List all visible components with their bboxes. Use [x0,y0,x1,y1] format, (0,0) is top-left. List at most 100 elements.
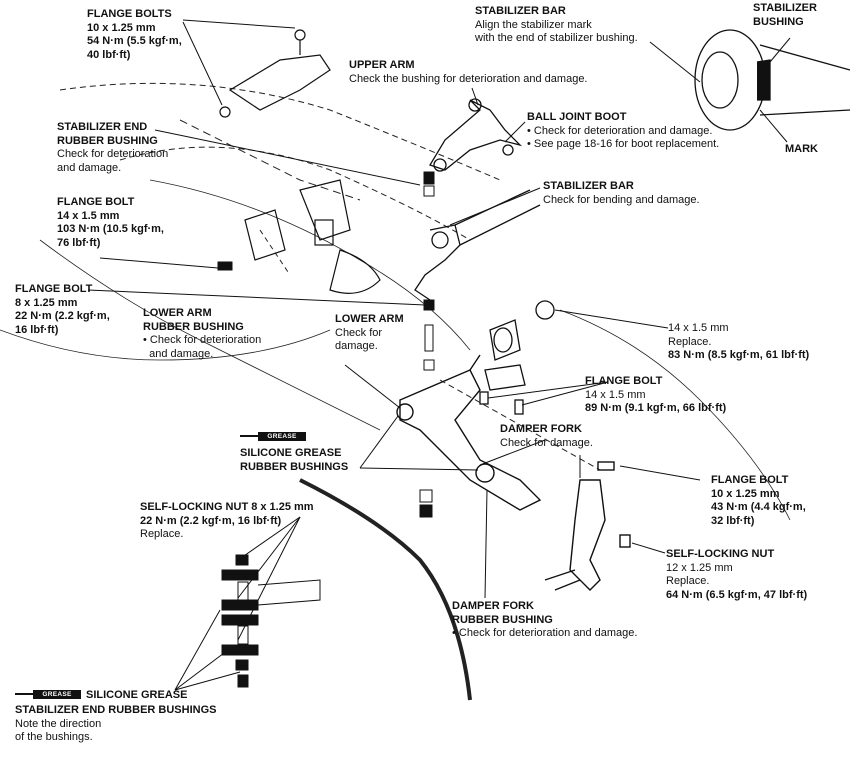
leader-lines [87,19,791,691]
label-torque: 89 N·m (9.1 kgf·m, 66 lbf·ft) [585,402,727,414]
label-title: FLANGE BOLTS [87,8,172,20]
label-line: 76 lbf·ft) [57,236,101,249]
label-line: • Check for deterioration and damage. [527,124,713,137]
label-line: 103 N·m (10.5 kgf·m, [57,223,164,235]
lower-arm [396,354,542,511]
label-line: 10 x 1.25 mm [87,21,156,34]
label-line: 54 N·m (5.5 kgf·m, [87,35,182,47]
label-title: RUBBER BUSHING [57,134,158,147]
label-title: UPPER ARM [349,59,415,71]
label-flange-bolts-upper: FLANGE BOLTS 10 x 1.25 mm 54 N·m (5.5 kg… [87,8,182,62]
grease-nozzle-icon [240,435,258,437]
label-stabilizer-bar-check: STABILIZER BAR Check for bending and dam… [543,180,700,207]
label-title: SELF-LOCKING NUT 8 x 1.25 mm [140,501,314,513]
label-flange-bolt-89: FLANGE BOLT 14 x 1.5 mm 89 N·m (9.1 kgf·… [585,375,726,416]
label-title: SELF-LOCKING NUT [666,548,775,560]
label-line: damage. [335,340,378,352]
label-torque: 22 N·m (2.2 kgf·m, 16 lbf·ft) [140,514,282,527]
label-mark: MARK [785,143,818,157]
label-flange-bolt-103: FLANGE BOLT 14 x 1.5 mm 103 N·m (10.5 kg… [57,196,164,250]
label-ball-joint-boot: BALL JOINT BOOT • Check for deterioratio… [527,111,719,152]
label-stabilizer-bushing: STABILIZER BUSHING [753,2,817,29]
label-title: RUBBER BUSHING [143,320,244,333]
label-line: of the bushings. [15,731,93,743]
label-self-locking-nut-64: SELF-LOCKING NUT 12 x 1.25 mm Replace. 6… [666,548,807,602]
label-line: 8 x 1.25 mm [15,296,78,309]
label-stabilizer-bar-align: STABILIZER BAR Align the stabilizer mark… [475,5,638,46]
upper-arm [429,98,523,172]
label-damper-fork: DAMPER FORK Check for damage. [500,423,593,450]
damper-area [244,179,381,294]
label-title: DAMPER FORK [500,423,582,435]
label-line: 40 lbf·ft) [87,48,131,61]
label-title: STABILIZER [753,2,817,14]
stabilizer-bar [414,189,541,301]
grease-tube-icon: GREASE [33,690,81,699]
label-flange-bolt-22: FLANGE BOLT 8 x 1.25 mm 22 N·m (2.2 kgf·… [15,283,110,337]
stabilizer-bushing-closeup [694,29,851,131]
label-line: 32 lbf·ft) [711,514,755,527]
label-stabilizer-end-rubber-bushing: STABILIZER END RUBBER BUSHING Check for … [57,121,168,175]
label-title: SILICONE GREASE [240,447,342,459]
label-line: 10 x 1.25 mm [711,487,780,500]
label-title: FLANGE BOLT [711,474,789,486]
label-damper-fork-rubber-bushing: DAMPER FORK RUBBER BUSHING • Check for d… [452,600,637,641]
label-stabilizer-end-rubber-bushings: STABILIZER END RUBBER BUSHINGS Note the … [15,704,216,745]
grease-nozzle-icon [15,693,33,695]
damper-fork-bushings [479,300,555,415]
upper-mount-bracket [219,29,331,118]
label-line: with the end of stabilizer bushing. [475,32,638,44]
label-line: • Check for deterioration and damage. [452,627,638,639]
label-title: MARK [785,143,818,155]
grease-icon: GREASE [15,689,85,701]
stabilizer-link-parts [217,171,435,518]
label-title: LOWER ARM [143,307,212,319]
label-title: LOWER ARM [335,313,404,325]
label-torque: 64 N·m (6.5 kgf·m, 47 lbf·ft) [666,588,808,601]
grease-icon: GREASE [240,431,310,443]
label-line: Check for [335,326,383,339]
label-title: FLANGE BOLT [15,283,93,295]
label-line: and damage. [143,347,214,360]
label-title: RUBBER BUSHING [452,613,553,626]
label-line: Align the stabilizer mark [475,18,592,31]
label-line: and damage. [57,161,122,174]
label-lower-arm-rubber-bushing: LOWER ARM RUBBER BUSHING • Check for det… [143,307,261,361]
label-torque: 83 N·m (8.5 kgf·m, 61 lbf·ft) [668,349,810,361]
label-line: 14 x 1.5 mm [57,209,120,222]
label-line: Check for damage. [500,436,593,449]
label-line: 22 N·m (2.2 kgf·m, [15,310,110,322]
label-line: 14 x 1.5 mm [585,388,646,401]
label-title: STABILIZER END RUBBER BUSHINGS [15,704,217,716]
label-title: FLANGE BOLT [57,196,135,208]
label-title: BALL JOINT BOOT [527,111,627,123]
label-line: 14 x 1.5 mm [668,322,729,334]
body-outline [59,82,501,181]
label-line: Replace. [140,528,184,540]
label-line: 16 lbf·ft) [15,323,59,336]
label-line: 12 x 1.25 mm [666,561,733,574]
label-title: RUBBER BUSHINGS [240,460,349,473]
label-title: STABILIZER BAR [543,180,634,192]
label-line: 43 N·m (4.4 kgf·m, [711,501,806,513]
label-title: STABILIZER END [57,121,148,133]
label-line: • Check for deterioration [143,334,262,346]
label-line: Check for bending and damage. [543,193,700,206]
label-line: Replace. [666,575,710,587]
label-line: Check the bushing for deterioration and … [349,72,588,85]
label-silicone-grease: SILICONE GREASE [86,689,187,703]
label-title: STABILIZER BAR [475,5,566,17]
label-lower-arm: LOWER ARM Check for damage. [335,313,404,354]
label-title: BUSHING [753,15,804,28]
label-flange-bolt-43: FLANGE BOLT 10 x 1.25 mm 43 N·m (4.4 kgf… [711,474,806,528]
grease-tube-icon: GREASE [258,432,306,441]
label-upper-arm: UPPER ARM Check the bushing for deterior… [349,59,588,86]
label-line: Replace. [668,335,712,348]
label-line: Check for deterioration [57,148,169,160]
label-title: DAMPER FORK [452,600,534,612]
damper-fork [544,461,631,591]
wheel-arc-line [299,478,472,701]
label-title: SILICONE GREASE [86,689,188,701]
